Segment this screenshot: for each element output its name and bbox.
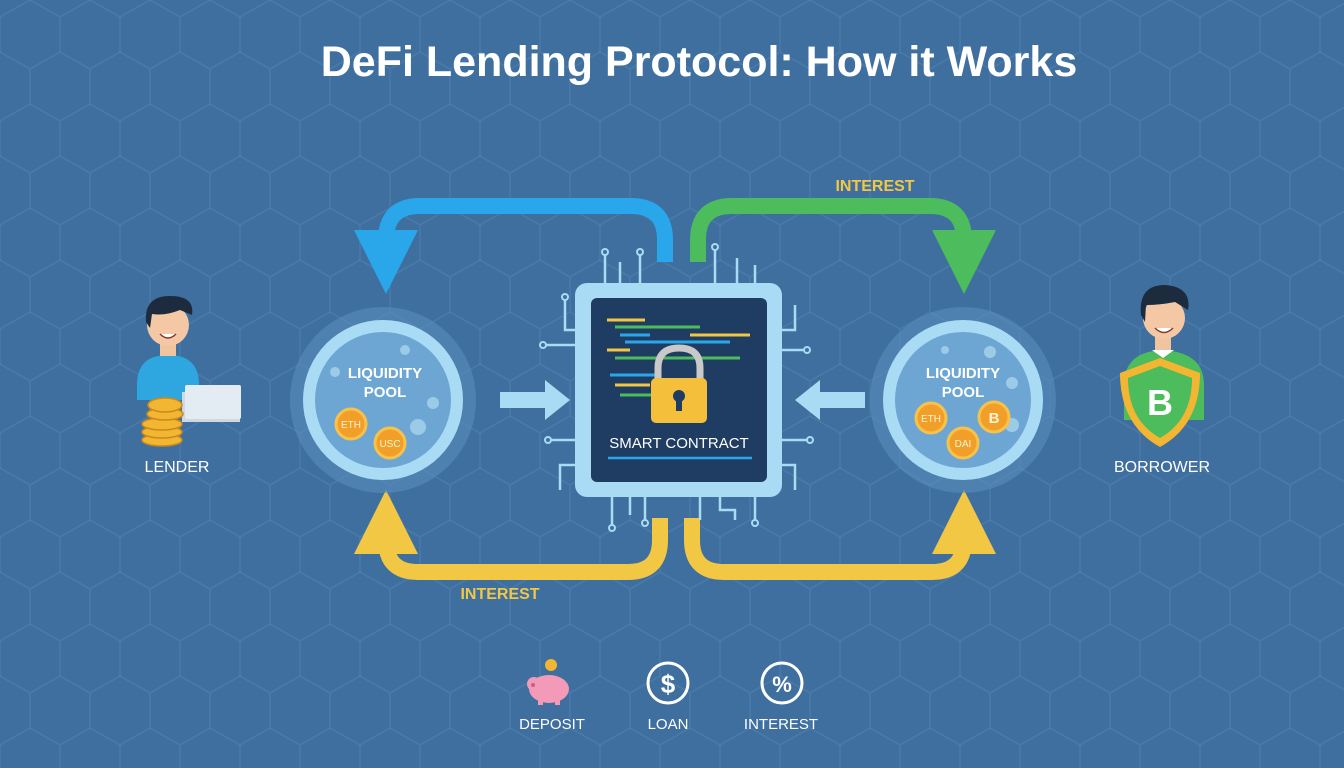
blue-flow-arrow [354,198,673,294]
pool-label-line2: POOL [364,384,407,401]
coin-icon [373,426,407,460]
coin-icon [914,401,948,435]
borrower-label: BORROWER [1114,459,1210,476]
smart-contract-chip: SMART CONTRACT [575,283,782,497]
piggy-bank-icon [527,675,569,705]
interest-label-bottom: INTEREST [460,586,539,603]
coin-label: USC [379,439,400,450]
circuit-nodes [539,243,814,532]
dollar-icon [646,661,690,705]
circuit-traces [545,250,808,525]
legend-interest: % INTEREST [744,661,818,733]
lock-shackle [654,344,704,380]
legend-label: DEPOSIT [519,716,585,733]
legend-deposit: DEPOSIT [519,659,585,733]
lender-label: LENDER [145,459,210,476]
arrow-right-to-contract [500,380,570,420]
legend-label: INTEREST [744,716,818,733]
legend-loan: $ LOAN [646,661,690,733]
bitcoin-coin-icon [977,400,1011,434]
yellow-flow-arrow-right [684,490,996,580]
percent-symbol: % [772,672,792,697]
coin-icon [334,407,368,441]
yellow-flow-arrow-left [354,490,668,580]
legend-label: LOAN [648,716,689,733]
liquidity-pool-left: LIQUIDITY POOL ETH USC [290,307,476,493]
green-flow-arrow [690,198,996,294]
percent-icon [760,661,804,705]
interest-label-top: INTEREST [835,178,914,195]
smart-contract-label: SMART CONTRACT [609,435,748,452]
coin-label: B [989,410,1000,427]
arrow-left-to-contract [795,380,865,420]
pool-label-line2: POOL [942,384,985,401]
laptop-icon [185,385,241,419]
coin-stack-icon [141,397,184,447]
pool-label-line1: LIQUIDITY [348,365,422,382]
coin-label: ETH [921,414,941,425]
coin-icon [946,426,980,460]
bitcoin-symbol: B [1147,382,1173,423]
borrower-figure: B [1120,285,1204,447]
code-lines [607,318,750,397]
coin-label: ETH [341,420,361,431]
coin-label: DAI [955,439,972,450]
pool-label-line1: LIQUIDITY [926,365,1000,382]
coin-icon [545,659,557,671]
page-title: DeFi Lending Protocol: How it Works [321,38,1078,86]
lender-figure [137,296,241,447]
dollar-symbol: $ [661,669,676,699]
liquidity-pool-right: LIQUIDITY POOL ETH DAI B [870,307,1056,493]
